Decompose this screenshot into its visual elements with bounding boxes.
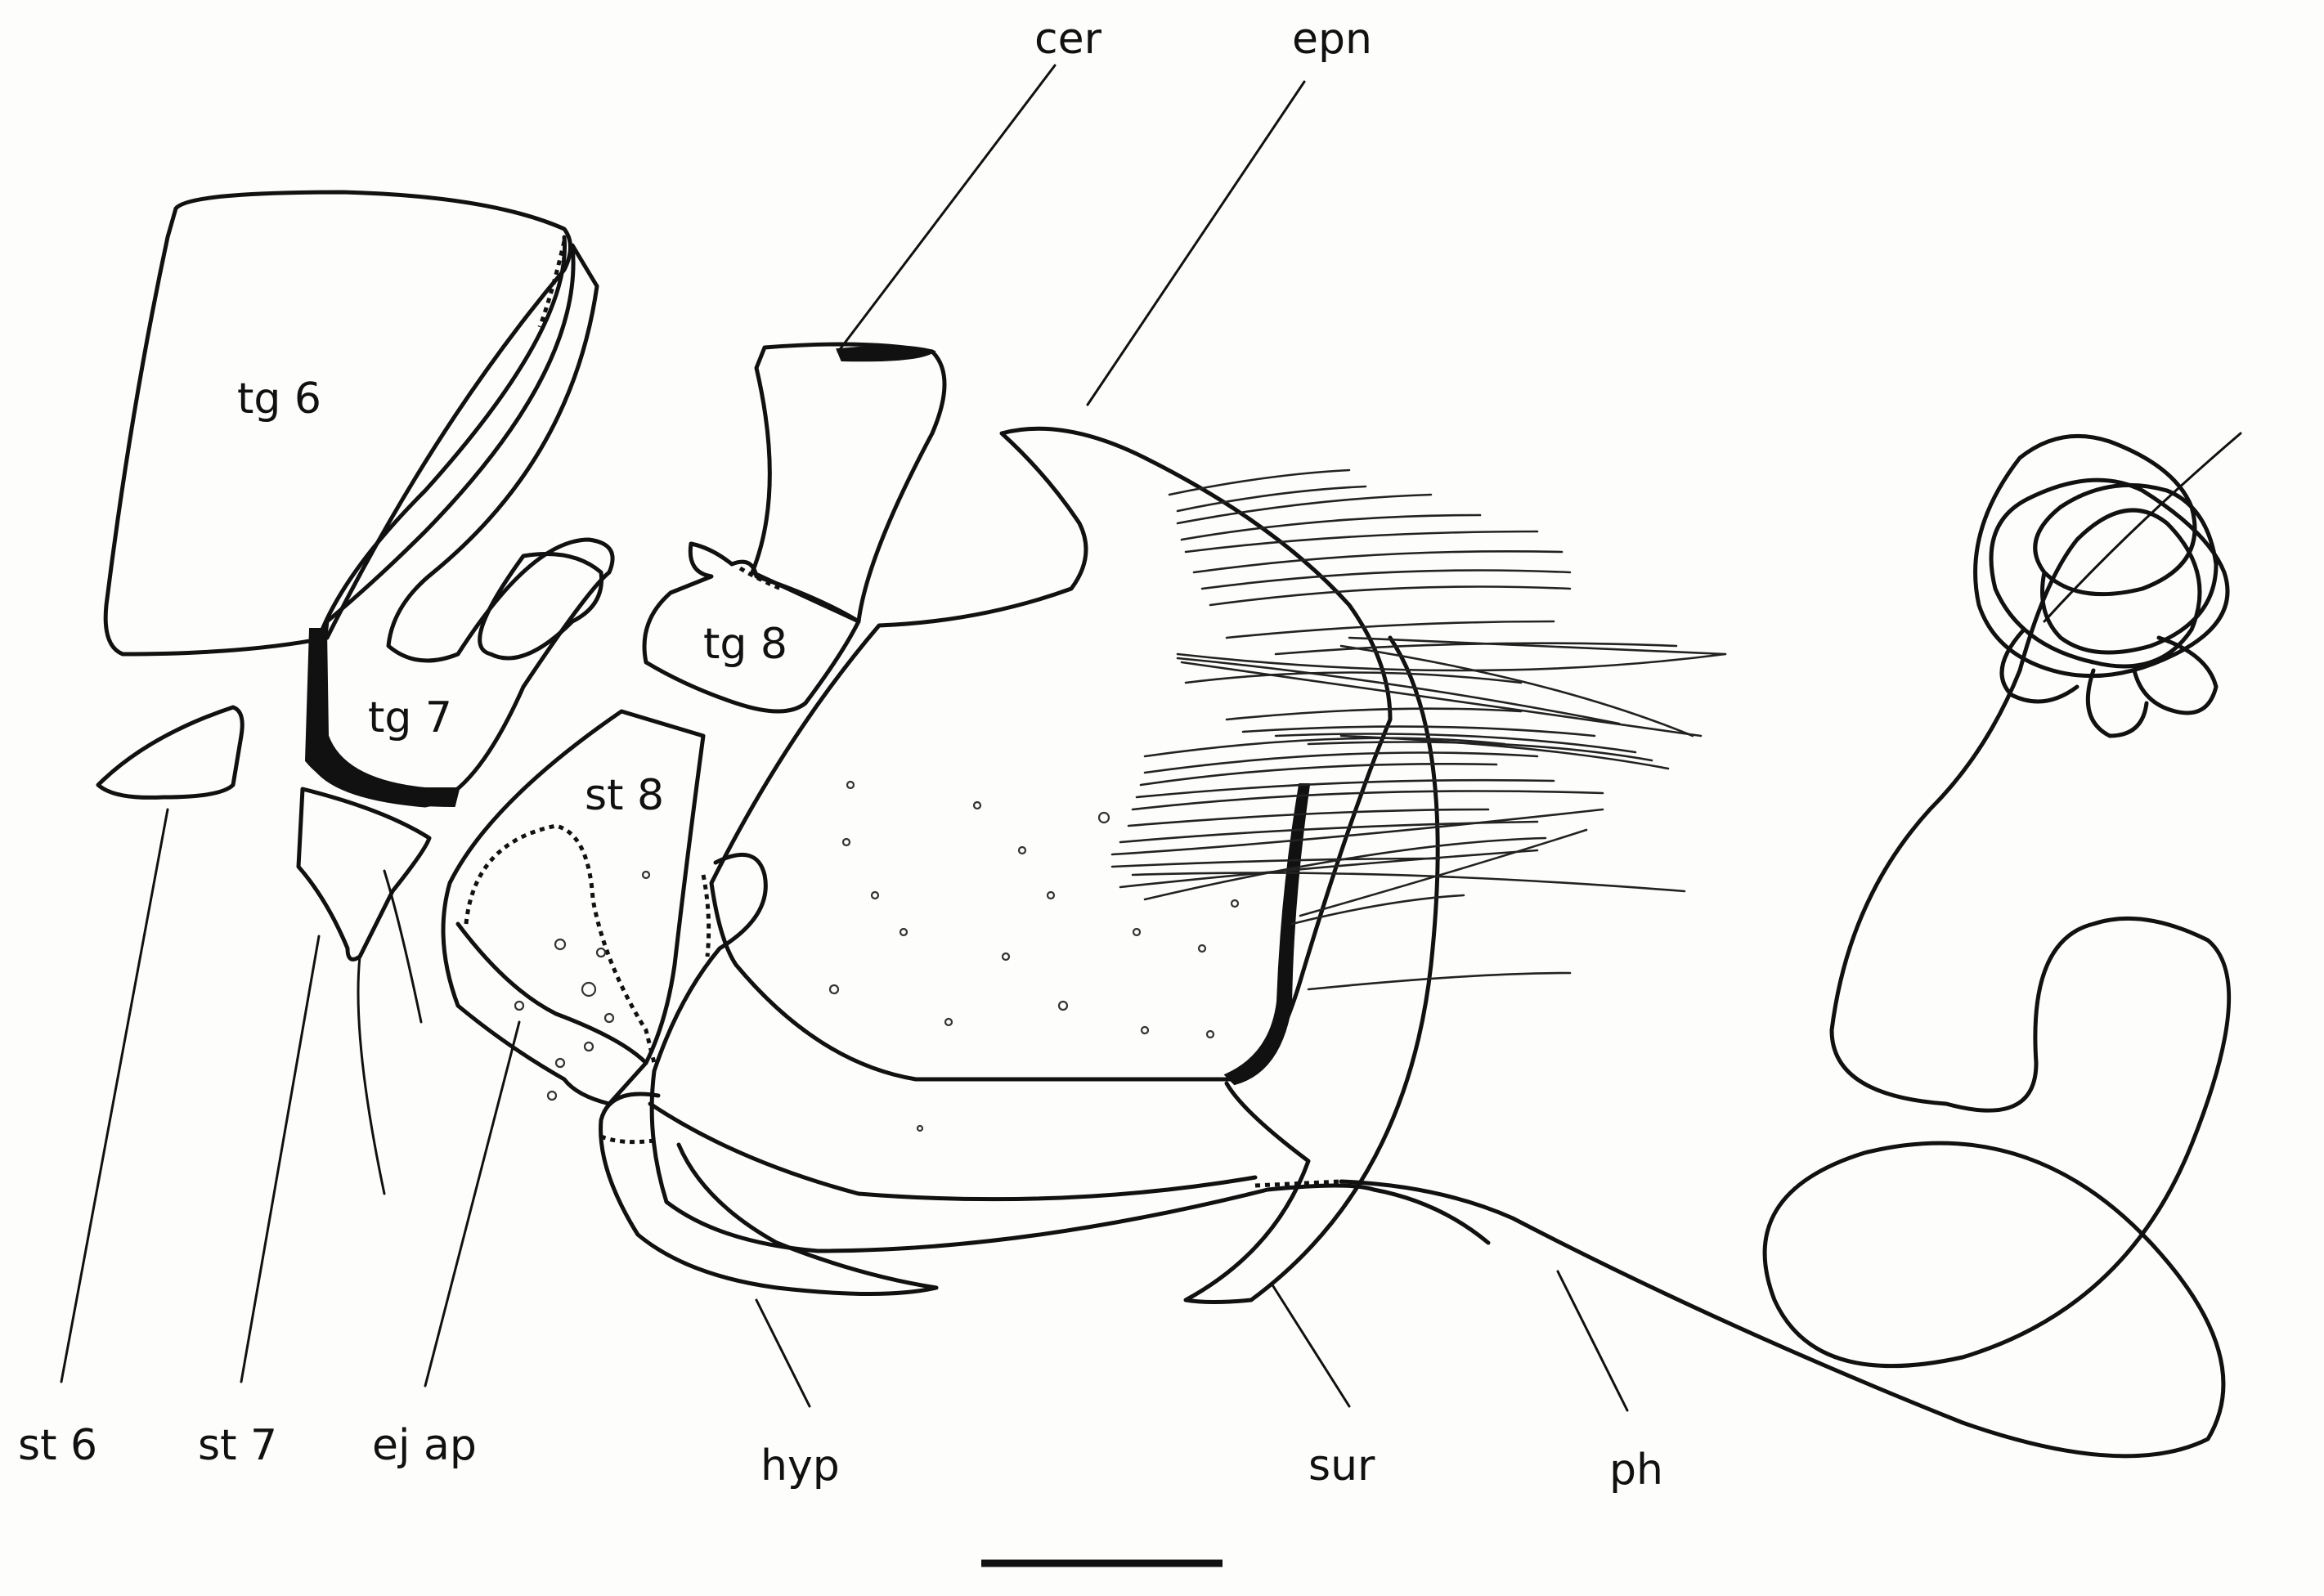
- epandrium-outline: [709, 426, 1393, 1082]
- sternite-7-apodeme: [383, 869, 423, 1024]
- surstylus-dotted-base: [1254, 1179, 1342, 1188]
- hypandrium-outline: [649, 852, 1491, 1253]
- epandrium-pores: [514, 780, 1240, 1132]
- label-hypandrium: hyp: [760, 1441, 840, 1491]
- tergite-7-outline: [308, 243, 615, 808]
- sternite-8-outline: [441, 709, 706, 1106]
- label-ejaculatory-apodeme: ej ap: [372, 1421, 477, 1470]
- ejaculatory-apodeme-dotted: [464, 823, 657, 1064]
- label-sternite-8: st 8: [585, 771, 664, 820]
- sternite-7-outline: [296, 787, 432, 962]
- epandrium-posterior-margin: [1223, 783, 1311, 1086]
- tergite-6-outline: [103, 190, 572, 657]
- cercus-outline: [750, 342, 947, 624]
- epandrial-bristles: [1110, 468, 1727, 991]
- label-tergite-8: tg 8: [703, 620, 787, 669]
- label-tergite-7: tg 7: [368, 693, 452, 742]
- label-epandrium: epn: [1292, 15, 1372, 64]
- phallus: [1339, 668, 2232, 1459]
- tergite-6-inner-fold: [316, 235, 568, 640]
- tergite-7-inner-lobe: [478, 552, 604, 661]
- tergite-8-dotted: [738, 566, 782, 591]
- label-tergite-6: tg 6: [237, 374, 321, 424]
- label-sternite-7: st 7: [198, 1421, 277, 1470]
- phallus-filament: [2043, 432, 2242, 623]
- hypandrium-lower: [599, 1092, 939, 1296]
- phallus-coil: [1973, 433, 2230, 679]
- tergite-6-fold-dotted: [537, 240, 567, 328]
- label-sternite-6: st 6: [18, 1421, 97, 1470]
- label-phallus: ph: [1609, 1446, 1663, 1495]
- hypandrium-inner: [648, 1101, 1258, 1202]
- tergite-8-outline: [642, 541, 861, 714]
- phallus-coil-extra: [1999, 627, 2219, 738]
- leader-lines: [60, 64, 1629, 1412]
- tergite-7-heavy-margin: [304, 628, 460, 808]
- ejaculatory-apodeme-lower: [455, 921, 648, 1065]
- hypandrium-dotted: [600, 874, 711, 1145]
- sternite-7-apodeme-tail: [357, 955, 386, 1195]
- sternite-6-outline: [96, 705, 245, 800]
- cercus-heavy-tip: [836, 345, 936, 362]
- label-cercus: cer: [1034, 15, 1102, 64]
- label-surstylus: sur: [1308, 1441, 1375, 1491]
